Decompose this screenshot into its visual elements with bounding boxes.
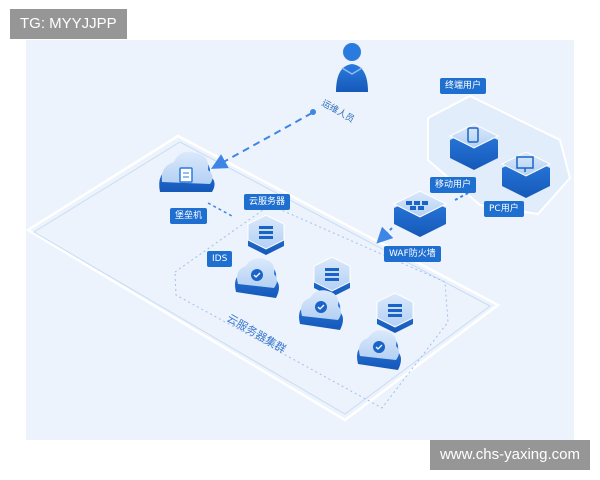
terminal-zone [427,94,572,216]
ids-cloud-icon [235,258,279,298]
cloud-server-tag: 云服务器 [244,194,291,210]
ids-cloud-icon [299,290,343,330]
ops-to-bastion-line [210,112,313,169]
mobile-device-icon [448,123,500,170]
outer-zone [25,134,501,422]
firewall-icon [392,190,448,237]
mobile-user-tag: 移动用户 [430,177,477,193]
bastion-tag: 堡垒机 [170,208,208,224]
pc-device-icon [500,151,552,198]
waf-to-cluster-line [376,226,394,244]
server-hex-icon [376,292,414,333]
bottom-watermark: www.chs-yaxing.com [429,440,590,470]
person-icon [336,43,368,92]
terminal-users-tag: 终端用户 [440,78,487,94]
top-watermark: TG: MYYJJPP [10,9,127,39]
outer-zone-inner [33,141,491,415]
server-hex-icon [247,214,285,255]
ops-line-dot [310,109,316,115]
waf-to-users-line [454,191,471,201]
ids-cloud-icon [357,330,401,370]
bastion-to-server-line [207,202,233,217]
bastion-cloud-icon [159,151,215,192]
pc-user-tag: PC用户 [484,201,524,217]
server-hex-icon [313,256,351,297]
waf-tag: WAF防火墙 [384,246,441,262]
ids-tag: IDS [207,251,233,267]
